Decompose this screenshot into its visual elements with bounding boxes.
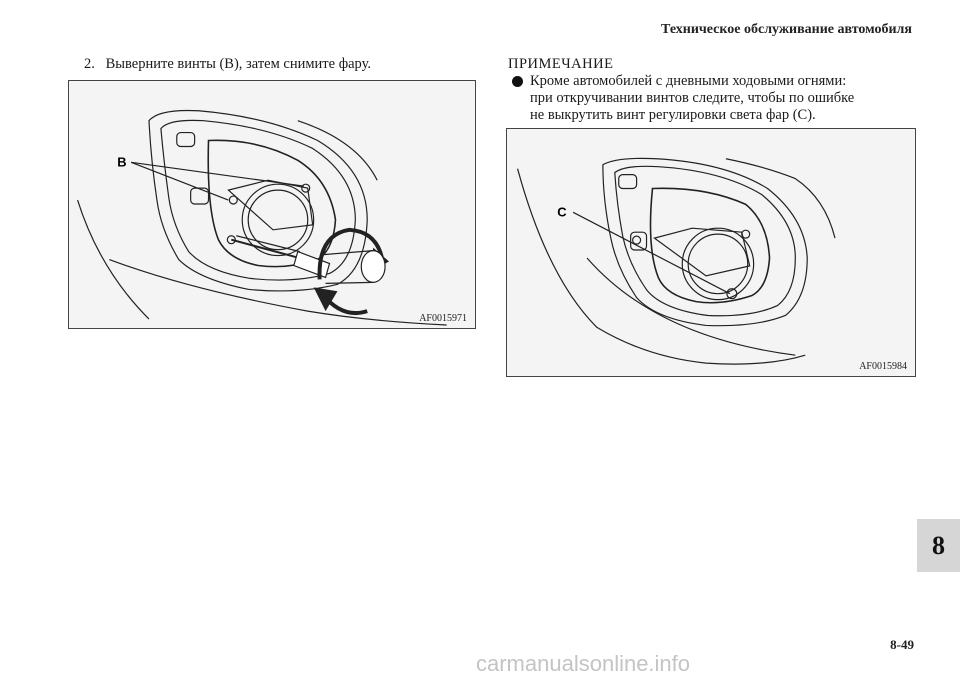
chapter-tab: 8 bbox=[917, 519, 960, 572]
screw-label-b: B bbox=[117, 154, 126, 169]
figure-code: AF0015984 bbox=[859, 361, 907, 372]
step-text: Выверните винты (B), затем снимите фару. bbox=[105, 56, 372, 72]
step-number: 2. bbox=[84, 56, 95, 72]
headlamp-removal-illustration: B bbox=[77, 109, 447, 326]
bullet-icon bbox=[512, 76, 523, 87]
watermark: carmanualsonline.info bbox=[476, 651, 691, 676]
note-item: Кроме автомобилей с дневными ходовыми ог… bbox=[508, 73, 908, 124]
figure-code: AF0015971 bbox=[419, 313, 467, 324]
screw-label-c: C bbox=[557, 204, 566, 219]
note-line: при откручивании винтов следите, чтобы п… bbox=[530, 90, 855, 106]
page-number: 8-49 bbox=[890, 637, 914, 652]
figure-headlamp-removal: B AF0015971 bbox=[68, 80, 476, 329]
note-block: ПРИМЕЧАНИЕ Кроме автомобилей с дневными … bbox=[508, 56, 908, 124]
adjustment-screw-illustration: C bbox=[516, 157, 836, 365]
note-title: ПРИМЕЧАНИЕ bbox=[508, 56, 614, 72]
running-header: Техническое обслуживание автомобиля bbox=[661, 22, 912, 37]
step-instruction: 2. Выверните винты (B), затем снимите фа… bbox=[84, 56, 371, 73]
note-line: Кроме автомобилей с дневными ходовыми ог… bbox=[530, 73, 847, 89]
figure-adjustment-screw: C AF0015984 bbox=[506, 128, 916, 377]
note-line: не выкрутить винт регулировки света фар … bbox=[530, 107, 816, 123]
